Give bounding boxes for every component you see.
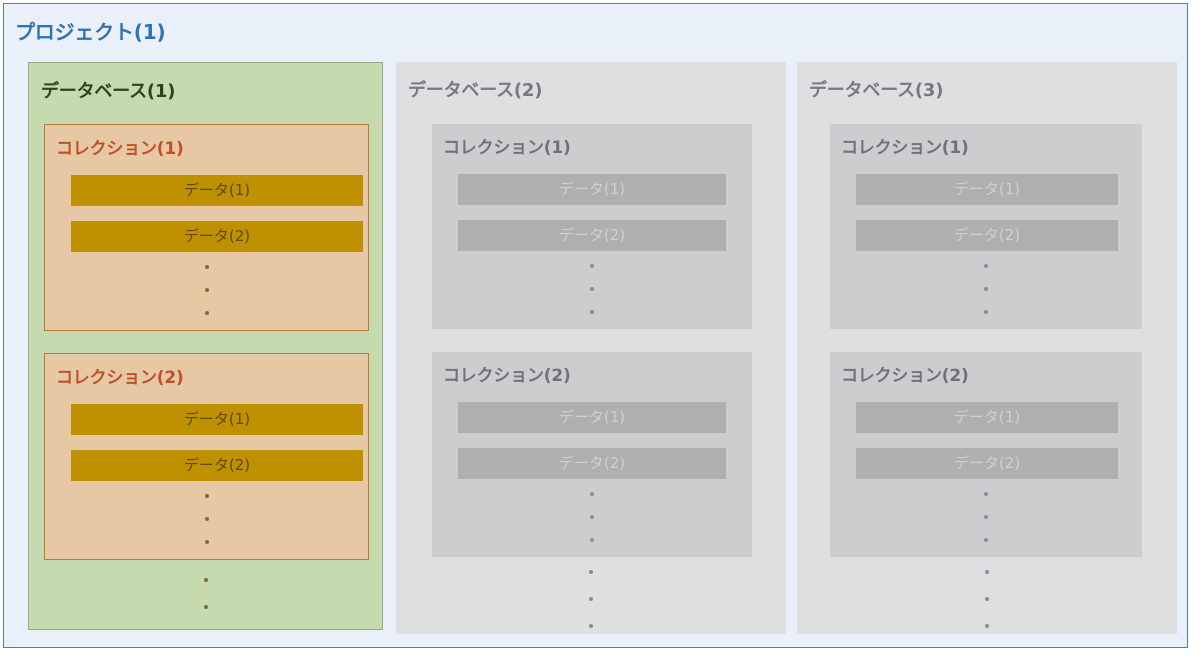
collection-card-2[interactable]: コレクション(2) データ(1) データ(2) bbox=[44, 353, 369, 560]
data-item[interactable]: データ(2) bbox=[71, 221, 363, 252]
data-item[interactable]: データ(1) bbox=[856, 402, 1118, 433]
more-data-ellipsis-icon bbox=[204, 265, 209, 334]
data-item[interactable]: データ(2) bbox=[856, 220, 1118, 251]
data-item[interactable]: データ(2) bbox=[71, 450, 363, 481]
more-data-ellipsis-icon bbox=[984, 264, 988, 333]
data-item[interactable]: データ(1) bbox=[458, 174, 726, 205]
project-title: プロジェクト(1) bbox=[15, 20, 166, 44]
more-data-ellipsis-icon bbox=[984, 492, 988, 561]
more-data-ellipsis-icon bbox=[590, 264, 594, 333]
database-card-2[interactable]: データベース(2) コレクション(1) データ(1) データ(2) コレクション… bbox=[396, 62, 786, 634]
database-card-1[interactable]: データベース(1) コレクション(1) データ(1) データ(2) コレクション… bbox=[28, 62, 383, 630]
collection-card-1[interactable]: コレクション(1) データ(1) データ(2) bbox=[830, 124, 1142, 329]
project-container: プロジェクト(1) データベース(1) コレクション(1) データ(1) データ… bbox=[3, 3, 1188, 648]
collection-title: コレクション(2) bbox=[841, 366, 969, 386]
collection-title: コレクション(1) bbox=[841, 138, 969, 158]
more-collections-ellipsis-icon bbox=[985, 570, 989, 651]
data-item[interactable]: データ(1) bbox=[856, 174, 1118, 205]
collection-card-2[interactable]: コレクション(2) データ(1) データ(2) bbox=[830, 352, 1142, 557]
collection-title: コレクション(2) bbox=[443, 366, 571, 386]
data-item[interactable]: データ(1) bbox=[71, 175, 363, 206]
data-item[interactable]: データ(2) bbox=[856, 448, 1118, 479]
collection-title: コレクション(1) bbox=[56, 139, 184, 159]
data-item[interactable]: データ(1) bbox=[71, 404, 363, 435]
collection-title: コレクション(2) bbox=[56, 368, 184, 388]
data-item[interactable]: データ(2) bbox=[458, 220, 726, 251]
collection-card-1[interactable]: コレクション(1) データ(1) データ(2) bbox=[432, 124, 752, 329]
more-data-ellipsis-icon bbox=[590, 492, 594, 561]
database-card-3[interactable]: データベース(3) コレクション(1) データ(1) データ(2) コレクション… bbox=[797, 62, 1177, 634]
collection-title: コレクション(1) bbox=[443, 138, 571, 158]
more-collections-ellipsis-icon bbox=[589, 570, 593, 651]
database-row: データベース(1) コレクション(1) データ(1) データ(2) コレクション… bbox=[4, 4, 1187, 647]
more-data-ellipsis-icon bbox=[204, 494, 209, 563]
database-title: データベース(2) bbox=[408, 80, 543, 101]
database-title: データベース(1) bbox=[41, 81, 176, 102]
database-title: データベース(3) bbox=[809, 80, 944, 101]
more-collections-ellipsis-icon bbox=[203, 578, 208, 632]
collection-card-1[interactable]: コレクション(1) データ(1) データ(2) bbox=[44, 124, 369, 331]
data-item[interactable]: データ(2) bbox=[458, 448, 726, 479]
collection-card-2[interactable]: コレクション(2) データ(1) データ(2) bbox=[432, 352, 752, 557]
data-item[interactable]: データ(1) bbox=[458, 402, 726, 433]
